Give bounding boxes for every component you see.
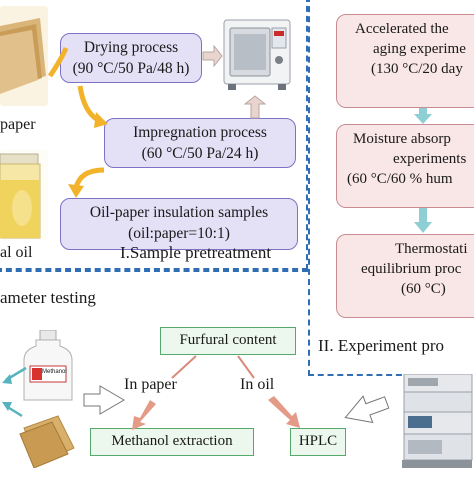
oil-label: al oil	[0, 244, 33, 261]
moisture-absorption-box: Moisture absorp experiments (60 °C/60 % …	[336, 124, 474, 208]
oil-paper-samples-box: Oil-paper insulation samples (oil:paper=…	[60, 198, 298, 250]
impregnation-process-title: Impregnation process	[133, 124, 267, 141]
to-hplc-instrument-outline-arrow	[344, 395, 390, 424]
oil-paper-ratio: (oil:paper=10:1)	[128, 225, 230, 242]
thermostatic-line-3: (60 °C)	[401, 281, 446, 297]
experiment-section-frame	[308, 0, 474, 376]
furfural-content-box: Furfural content	[160, 327, 296, 355]
drying-process-box: Drying process (90 °C/50 Pa/48 h)	[60, 33, 202, 83]
in-oil-label: In oil	[240, 376, 275, 393]
oil-paper-samples-title: Oil-paper insulation samples	[89, 204, 269, 221]
moisture-line-2: experiments	[393, 151, 467, 167]
impregnation-process-params: (60 °C/50 Pa/24 h)	[141, 145, 259, 162]
impregnation-process-box: Impregnation process (60 °C/50 Pa/24 h)	[104, 118, 296, 168]
hplc-box: HPLC	[290, 428, 346, 456]
impregnation-to-oven-arrow	[243, 95, 267, 119]
insulating-oil-photo	[0, 150, 48, 240]
furfural-to-in-oil-line	[237, 355, 255, 379]
hplc-instrument-image	[398, 374, 474, 470]
thermostatic-equilibrium-box: Thermostati equilibrium proc (60 °C)	[336, 234, 474, 318]
paper-label: paper	[0, 116, 36, 133]
drying-process-params: (90 °C/50 Pa/48 h)	[72, 60, 190, 77]
drying-to-impregnation-curved-arrow	[77, 85, 100, 123]
methanol-bottle-image: Methanol	[22, 330, 74, 402]
thermostatic-line-1: Thermostati	[395, 241, 468, 257]
aging-to-moisture-arrow	[414, 108, 432, 124]
pretreatment-section-frame	[0, 0, 308, 270]
paper-sample-image	[18, 408, 78, 468]
moisture-line-3: (60 °C/60 % hum	[347, 171, 453, 187]
in-paper-label: In paper	[124, 376, 177, 393]
aging-line-1: Accelerated the	[355, 21, 449, 37]
testing-section-frame	[0, 270, 308, 490]
to-paper-sample-outline-arrow	[83, 385, 125, 415]
impregnation-to-samples-curved-arrow	[73, 167, 105, 189]
flow-arrows-layer	[2, 44, 432, 430]
paper-to-drying-curved-arrow	[47, 47, 69, 78]
pretreatment-section-title: I.Sample pretreatment	[120, 243, 272, 262]
moisture-line-1: Moisture absorp	[353, 131, 451, 147]
experiment-section-title: II. Experiment pro	[318, 336, 445, 355]
vacuum-drying-oven-image	[222, 18, 292, 92]
thermostatic-line-2: equilibrium proc	[361, 261, 462, 277]
testing-section-title: ameter testing	[0, 288, 96, 307]
pressboard-paper-photo	[0, 6, 48, 106]
drying-to-oven-arrow	[202, 44, 223, 68]
moisture-to-thermostatic-arrow	[414, 208, 432, 233]
aging-line-3: (130 °C/20 day	[371, 61, 463, 77]
aging-line-2: aging experime	[373, 41, 466, 57]
methanol-extraction-box: Methanol extraction	[90, 428, 254, 456]
methanol-bottle-label: Methanol	[42, 369, 67, 375]
drying-process-title: Drying process	[83, 39, 179, 56]
accelerated-aging-box: Accelerated the aging experime (130 °C/2…	[336, 14, 474, 108]
furfural-to-in-paper-line	[171, 355, 197, 379]
in-oil-to-hplc-arrow	[268, 396, 300, 428]
in-paper-to-methanol-arrow	[132, 400, 156, 430]
